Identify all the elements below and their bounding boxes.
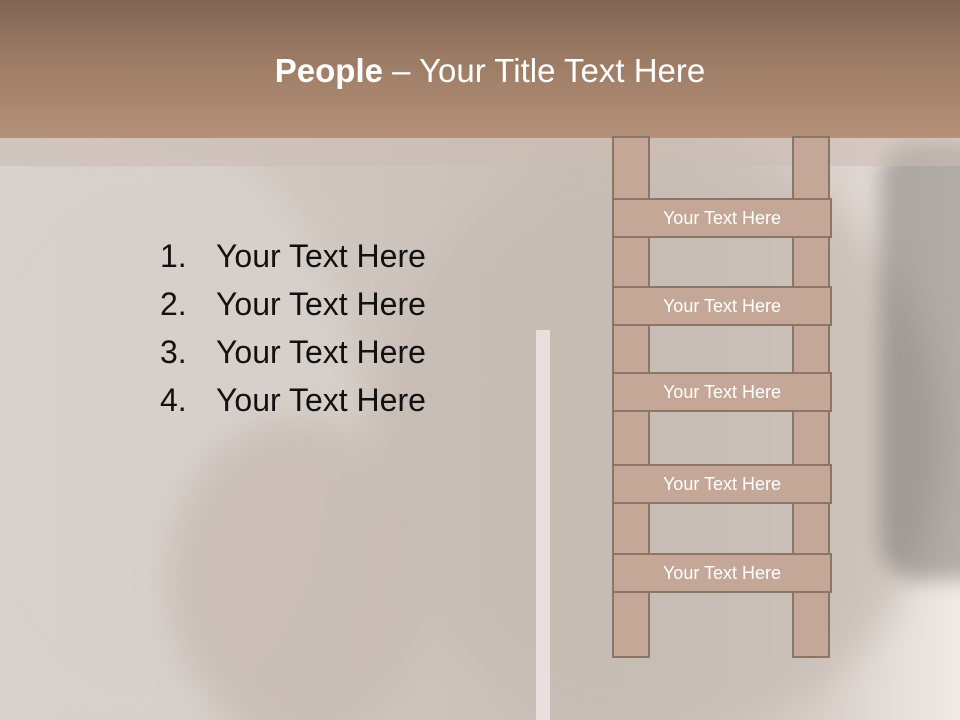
numbered-list[interactable]: 1. Your Text Here 2. Your Text Here 3. Your… (160, 232, 426, 424)
list-number: 2. (160, 286, 187, 322)
slide-title-text: Your Title Text Here (419, 52, 706, 89)
ladder-rung[interactable]: Your Text Here (612, 286, 832, 326)
list-item: 1. Your Text Here (160, 232, 426, 280)
list-text: Your Text Here (216, 382, 426, 418)
list-item: 3. Your Text Here (160, 328, 426, 376)
ladder-rung[interactable]: Your Text Here (612, 372, 832, 412)
ladder-rung[interactable]: Your Text Here (612, 464, 832, 504)
slide-title[interactable]: People – Your Title Text Here (0, 52, 960, 90)
ladder-rung[interactable]: Your Text Here (612, 553, 832, 593)
slide-title-bold: People (274, 52, 383, 89)
list-item: 4. Your Text Here (160, 376, 426, 424)
list-text: Your Text Here (216, 286, 426, 322)
list-number: 4. (160, 382, 187, 418)
ladder-rung[interactable]: Your Text Here (612, 198, 832, 238)
slide-title-separator: – (382, 52, 420, 89)
title-bar (0, 0, 960, 138)
background-photo-strap (536, 330, 550, 720)
ladder-diagram: Your Text Here Your Text Here Your Text … (612, 136, 834, 658)
list-number: 1. (160, 238, 187, 274)
list-text: Your Text Here (216, 334, 426, 370)
background-photo-hair (880, 140, 960, 580)
list-text: Your Text Here (216, 238, 426, 274)
list-item: 2. Your Text Here (160, 280, 426, 328)
list-number: 3. (160, 334, 187, 370)
